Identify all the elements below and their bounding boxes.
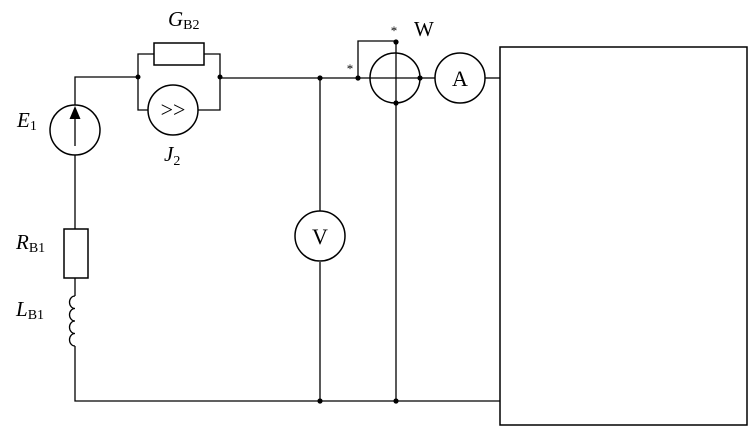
node-wattmeter-voltage-top [393, 39, 399, 45]
label-j2-main: J [164, 142, 175, 166]
resistor-rb1-symbol [63, 228, 89, 279]
ammeter-label: A [452, 66, 468, 91]
label-rb1: RB1 [15, 230, 45, 256]
conductance-gb2-symbol [153, 42, 205, 66]
label-gb2: GB2 [168, 7, 200, 33]
inductor-lb1-symbol [68, 295, 76, 347]
label-lb1-sub: B1 [28, 308, 44, 323]
node-parallel-right [217, 74, 223, 80]
label-j2-sub: 2 [173, 154, 180, 169]
current-source-j2-symbol [147, 84, 199, 136]
wire-parallel-lower-right [198, 77, 221, 111]
wattmeter-marker-voltage: * [391, 23, 398, 38]
node-voltmeter-bottom [317, 398, 323, 404]
current-source-j2-glyph: >> [161, 97, 186, 122]
wire-inductor-to-bottom [74, 346, 500, 402]
wire-parallel-right [204, 53, 221, 77]
node-wattmeter-output [417, 75, 423, 81]
node-wattmeter-input [355, 75, 361, 81]
label-gb2-main: G [168, 7, 183, 31]
label-gb2-sub: B2 [183, 18, 199, 33]
label-e1-sub: 1 [30, 119, 37, 134]
ammeter-symbol [434, 52, 486, 104]
node-voltmeter-top [317, 75, 323, 81]
emf-source-arrowhead [69, 106, 81, 119]
wire-wattmeter-voltage-loop [357, 40, 396, 78]
label-j2: J2 [164, 142, 180, 169]
label-lb1: LB1 [15, 297, 44, 323]
node-wattmeter-voltage-bottom [393, 100, 399, 106]
label-e1: E1 [16, 108, 37, 134]
label-rb1-main: R [15, 230, 29, 254]
voltmeter-symbol [294, 210, 346, 262]
label-e1-main: E [16, 108, 30, 132]
label-rb1-sub: B1 [29, 241, 45, 256]
load-block [499, 46, 748, 426]
wire-parallel-left [137, 53, 154, 77]
label-wattmeter: W [414, 17, 434, 41]
wire-parallel-lower-left [137, 77, 148, 111]
voltmeter-label: V [312, 224, 328, 249]
label-lb1-main: L [15, 297, 28, 321]
node-wattmeter-bottom [393, 398, 399, 404]
wattmeter-marker-current: * [347, 61, 354, 76]
node-parallel-left [135, 74, 141, 80]
